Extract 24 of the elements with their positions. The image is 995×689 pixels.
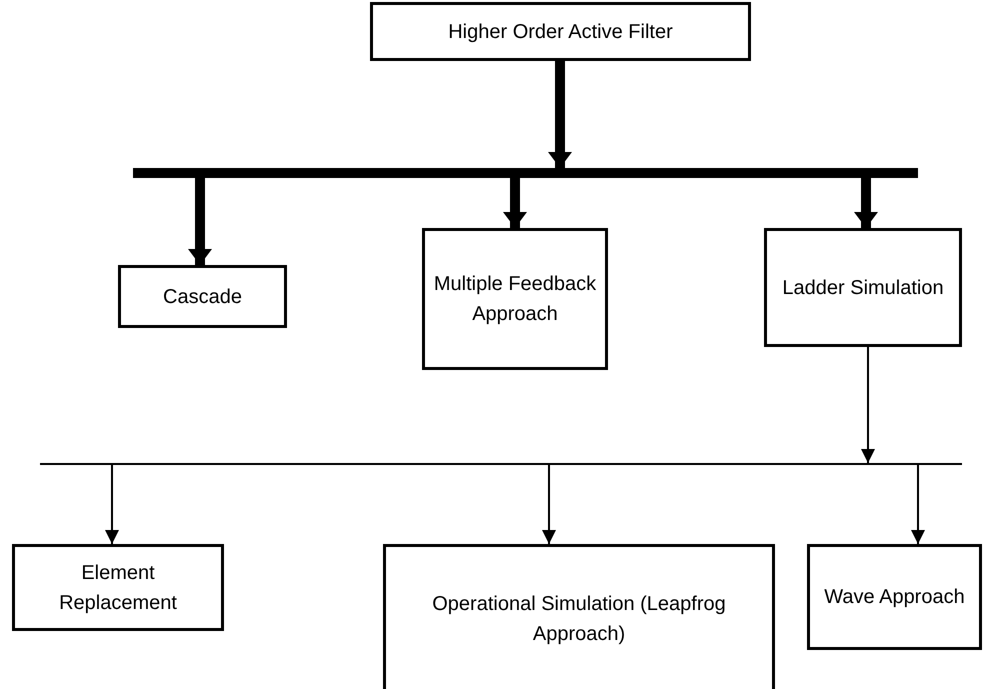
process-box <box>807 544 982 650</box>
process-box <box>118 265 287 328</box>
box-label: Ladder Simulation <box>782 276 944 300</box>
bus-connector <box>861 347 875 463</box>
bus-connector <box>548 61 572 168</box>
box-label: Element Replacement <box>58 560 178 616</box>
bus-line <box>133 168 918 178</box>
box-label: Wave Approach <box>824 585 965 610</box>
box-label: Multiple Feedback Approach <box>433 272 597 327</box>
arrow <box>911 465 925 544</box>
arrow <box>105 465 119 544</box>
process-box <box>764 228 962 347</box>
arrow <box>854 178 878 228</box>
process-box <box>422 228 608 370</box>
arrow <box>542 465 556 544</box>
box-label: Operational Simulation (Leapfrog Approach) <box>431 592 727 647</box>
process-box <box>370 2 751 61</box>
process-box <box>12 544 224 631</box>
box-label: Cascade <box>163 284 242 310</box>
process-box <box>383 544 775 689</box>
box-label: Higher Order Active Filter <box>448 20 673 44</box>
arrow <box>503 178 527 228</box>
bus-line <box>40 463 962 465</box>
arrow <box>188 178 212 265</box>
